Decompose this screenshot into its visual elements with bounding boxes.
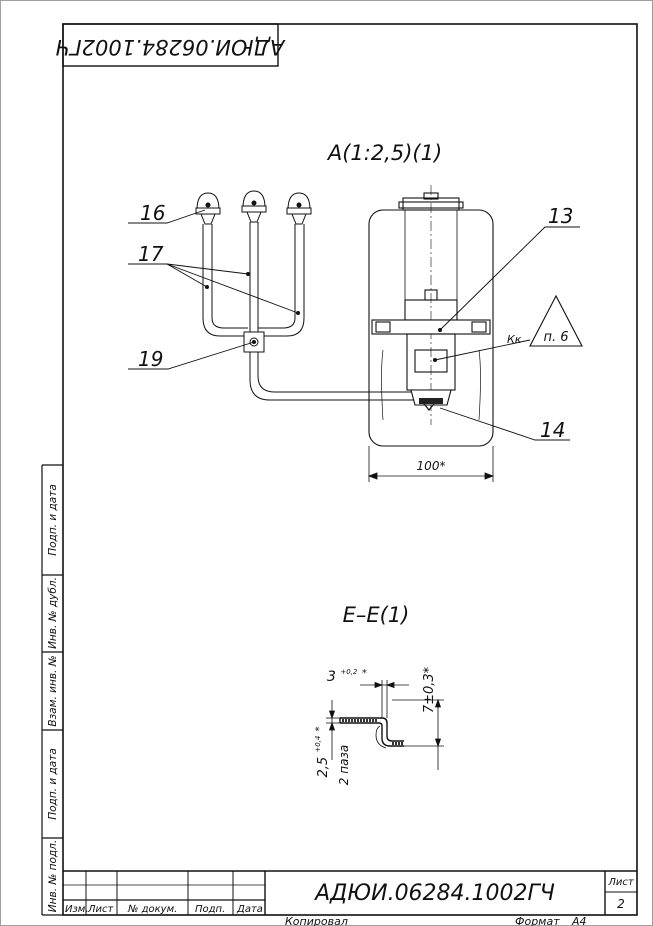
dim-left-note: 2 паза [337,745,351,785]
th-podp: Подп. [195,904,225,915]
width-dim-text: 100* [417,459,446,473]
dim-top-star: * [362,668,367,679]
top-stamp-code: АДЮИ.06284.1002ГЧ [56,35,287,59]
copied-label: Копировал [285,915,348,926]
top-stamp: АДЮИ.06284.1002ГЧ [56,23,287,67]
dim-top-tolerance: +0,2 [340,668,358,676]
label-19: 19 [138,347,163,371]
nozzle-middle [241,190,267,223]
leaders [128,209,580,441]
kk-label: Кк [507,333,522,346]
label-16: 16 [140,201,165,225]
th-doc: № докум. [127,904,177,915]
side-table [41,464,63,916]
sheet-number: 2 [617,897,625,911]
section-dims [326,680,444,770]
side-labels: Подп. и дата Инв. № дубл. Взам. инв. № П… [47,484,59,912]
dim-left-tolerance: +0,4 [314,736,322,753]
side-label-5: Инв. № подл. [47,840,59,912]
sheet-label: Лист [607,877,635,888]
nozzle-left [195,192,221,225]
profile [339,717,404,749]
title-code: АДЮИ.06284.1002ГЧ [313,881,555,906]
side-label-2: Инв. № дубл. [47,577,59,649]
dim-left: 2,5 +0,4 * [309,727,331,778]
label-13: 13 [548,204,573,228]
section-e-title: Е–Е(1) [343,603,410,627]
side-label-3: Взам. инв. № [47,655,59,726]
dim-left-value: 2,5 [316,757,331,778]
dim-top: 3 +0,2 * [327,662,367,685]
format-label: Формат [515,915,560,926]
note-triangle-text: п. 6 [543,330,568,345]
format-value: А4 [571,915,587,926]
dim-top-value: 3 [327,669,336,685]
th-data: Дата [236,904,263,915]
th-izm: Изм. [65,904,89,915]
side-label-4: Подп. и дата [47,748,59,820]
hoses [202,222,415,401]
inner-frame [62,23,638,916]
dim-right: 7±0,3* [422,666,437,713]
note-triangle: п. 6 [529,294,583,347]
th-list: Лист [87,904,115,915]
nozzle-right [286,192,312,225]
label-14: 14 [540,418,565,442]
view-a: A(1:2,5)(1) [128,141,583,482]
side-label-1: Подп. и дата [47,484,59,556]
dim-left-star: * [314,727,325,732]
section-e: Е–Е(1) [309,603,444,785]
title-block [63,870,637,915]
label-17: 17 [138,242,164,266]
nozzles [195,190,312,225]
top-stamp-box [62,23,279,67]
view-a-title: A(1:2,5)(1) [326,141,442,165]
reservoir [368,185,494,447]
leader-dots [205,272,442,362]
width-dimension [367,446,495,482]
